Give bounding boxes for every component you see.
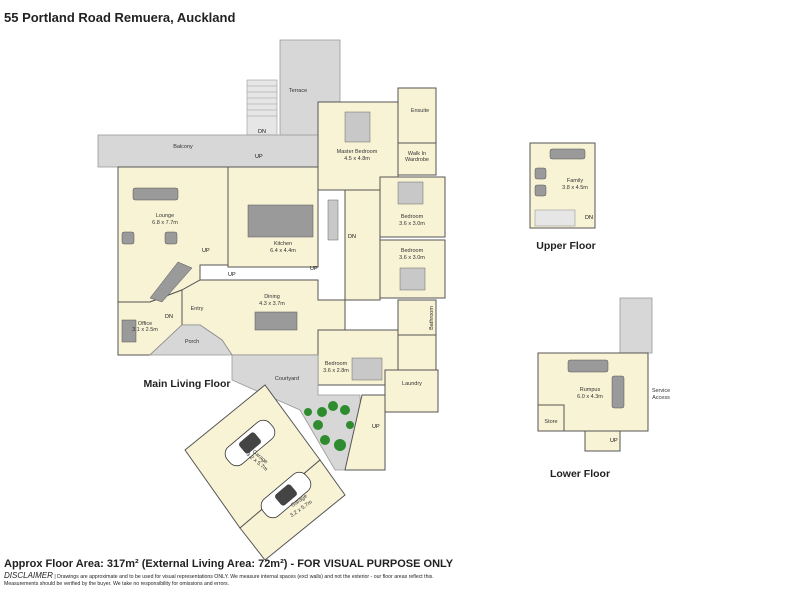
bedroom-2-dim: 3.6 x 3.0m bbox=[399, 255, 425, 261]
service-access-area bbox=[619, 297, 653, 354]
lower-up-label: UP bbox=[610, 438, 618, 444]
lower-floor-label: Lower Floor bbox=[550, 468, 610, 480]
porch-area bbox=[148, 324, 233, 356]
walkin-label-1: Walk In bbox=[408, 151, 426, 157]
floor-plan: Terrace Balcony Master Bedroom 4.5 x 4.8… bbox=[97, 39, 670, 560]
kitchen-island bbox=[247, 204, 314, 238]
service-label-1: Service bbox=[652, 388, 670, 394]
bedroom-2-bed bbox=[399, 267, 426, 291]
family-sofa bbox=[549, 148, 586, 160]
disclaimer-text: | Drawings are approximate and to be use… bbox=[52, 574, 434, 580]
porch-label: Porch bbox=[185, 339, 199, 345]
upper-stairs bbox=[534, 209, 576, 227]
store-room bbox=[537, 404, 565, 432]
master-bedroom-dim: 4.5 x 4.8m bbox=[344, 156, 370, 162]
upper-dn-label: DN bbox=[585, 215, 593, 221]
hall-dn-label: DN bbox=[348, 234, 356, 240]
courtyard-label: Courtyard bbox=[275, 376, 299, 382]
car-2 bbox=[260, 471, 312, 519]
office-desk bbox=[121, 319, 137, 343]
master-bed bbox=[344, 111, 371, 143]
main-floor-label: Main Living Floor bbox=[144, 378, 231, 390]
bedroom-3-dim: 3.6 x 2.8m bbox=[323, 368, 349, 374]
lounge-sofa bbox=[132, 187, 179, 201]
lounge-stairs bbox=[149, 261, 193, 303]
terrace-label: Terrace bbox=[289, 88, 307, 94]
disclaimer: DISCLAIMER | Drawings are approximate an… bbox=[4, 572, 564, 588]
bedroom-3-label: Bedroom bbox=[325, 361, 348, 367]
master-bedroom-label: Master Bedroom bbox=[337, 149, 378, 155]
service-label-2: Access bbox=[652, 395, 670, 401]
bathroom-room bbox=[397, 299, 437, 336]
rumpus-sofa bbox=[567, 359, 609, 373]
laundry-label: Laundry bbox=[402, 381, 422, 387]
lounge-chair-2 bbox=[164, 231, 178, 245]
rumpus-label: Rumpus bbox=[580, 387, 601, 393]
walkin-wardrobe-room bbox=[397, 142, 437, 176]
terrace-dn-label: DN bbox=[258, 129, 266, 135]
car-1 bbox=[224, 419, 276, 467]
store-label: Store bbox=[544, 419, 557, 425]
bedroom-1-bed bbox=[397, 181, 424, 205]
office-dim: 3.1 x 2.5m bbox=[132, 327, 158, 333]
bedroom-3-bed bbox=[351, 357, 383, 381]
hallway bbox=[344, 189, 381, 301]
disclaimer-line-2: Measurements should be verified by the b… bbox=[4, 581, 230, 587]
bedroom-2-label: Bedroom bbox=[401, 248, 424, 254]
entry-label: Entry bbox=[191, 306, 204, 312]
floor-area-summary: Approx Floor Area: 317m² (External Livin… bbox=[4, 558, 454, 570]
ensuite-label: Ensuite bbox=[411, 108, 429, 114]
walkin-label-2: Wardrobe bbox=[405, 157, 429, 163]
disclaimer-title: DISCLAIMER bbox=[4, 571, 53, 580]
courtyard-plants bbox=[304, 401, 354, 451]
family-chair-1 bbox=[534, 167, 547, 180]
bedroom-1-label: Bedroom bbox=[401, 214, 424, 220]
lounge-dim: 6.8 x 7.7m bbox=[152, 220, 178, 226]
balcony-area bbox=[97, 134, 319, 168]
lounge-chair-1 bbox=[121, 231, 135, 245]
laundry-room bbox=[384, 369, 439, 413]
rumpus-dim: 6.0 x 4.3m bbox=[577, 394, 603, 400]
kitchen-dim: 6.4 x 4.4m bbox=[270, 248, 296, 254]
page-title: 55 Portland Road Remuera, Auckland bbox=[4, 10, 236, 25]
dining-up-label-2: UP bbox=[310, 266, 318, 272]
bedroom-1-dim: 3.6 x 3.0m bbox=[399, 221, 425, 227]
terrace-stairs bbox=[246, 79, 278, 136]
cooktop bbox=[327, 199, 339, 241]
dining-label: Dining bbox=[264, 294, 280, 300]
side-path bbox=[344, 394, 386, 471]
side-up-label: UP bbox=[372, 424, 380, 430]
upper-floor-label: Upper Floor bbox=[536, 240, 596, 252]
dining-dim: 4.3 x 3.7m bbox=[259, 301, 285, 307]
lounge-label: Lounge bbox=[156, 213, 174, 219]
lower-stairs bbox=[584, 430, 621, 452]
balcony-up-label: UP bbox=[255, 154, 263, 160]
office-dn-label: DN bbox=[165, 314, 173, 320]
rumpus-sofa-2 bbox=[611, 375, 625, 409]
bathroom-label: Bathroom bbox=[429, 306, 435, 330]
family-chair-2 bbox=[534, 184, 547, 197]
dining-up-label-1: UP bbox=[228, 272, 236, 278]
ensuite-room bbox=[397, 87, 437, 144]
dining-table bbox=[254, 311, 298, 331]
family-label: Family bbox=[567, 178, 583, 184]
office-label: Office bbox=[138, 321, 152, 327]
family-dim: 3.8 x 4.5m bbox=[562, 185, 588, 191]
kitchen-label: Kitchen bbox=[274, 241, 292, 247]
lounge-up-label: UP bbox=[202, 248, 210, 254]
toilet-room bbox=[397, 334, 437, 371]
balcony-label: Balcony bbox=[173, 144, 193, 150]
